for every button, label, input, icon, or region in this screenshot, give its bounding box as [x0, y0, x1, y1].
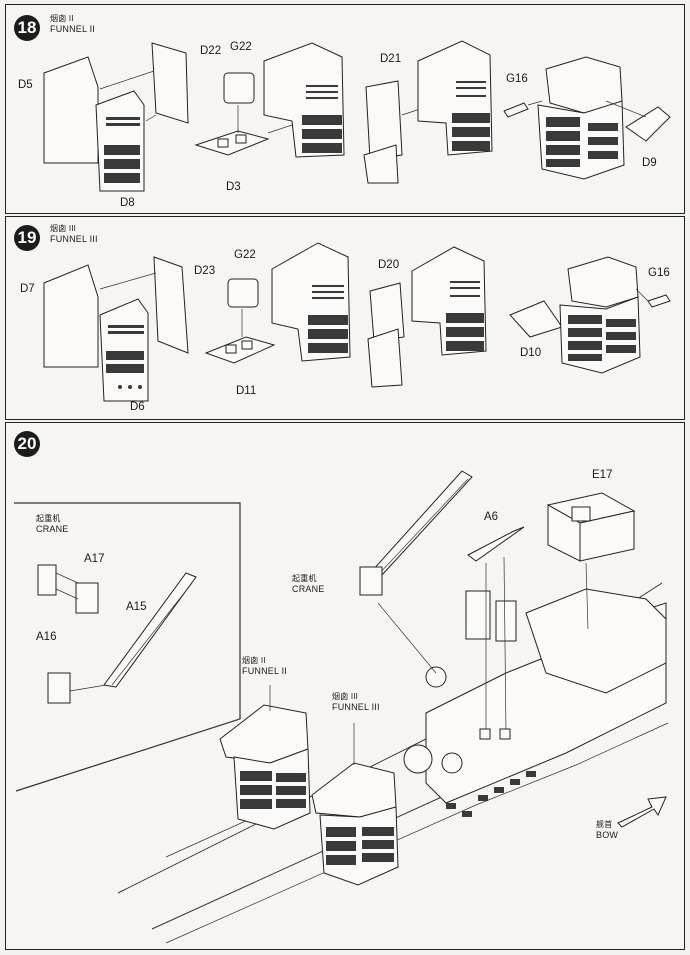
part-label-d21: D21: [380, 53, 402, 65]
part-label-g22: G22: [234, 249, 256, 261]
part-g22-drawing: [227, 278, 259, 308]
step-caption: 烟囱 II FUNNEL II: [50, 13, 95, 35]
part-e17-drawing: [546, 492, 636, 630]
part-label-e17: E17: [592, 469, 613, 481]
part-d23-drawing: [153, 256, 189, 354]
part-d7-drawing: [43, 264, 99, 368]
caption-en: BOW: [596, 830, 619, 840]
step-caption: 烟囱 III FUNNEL III: [50, 223, 98, 245]
part-d11-drawing: [204, 336, 276, 364]
finished-funnel-drawing: [567, 256, 639, 308]
part-a6-drawing: [467, 526, 525, 740]
step-19-drawing: [43, 242, 671, 402]
part-label-d9: D9: [642, 157, 657, 169]
funnel-iii-assembly-drawing: [311, 723, 399, 886]
caption-cn: 舰首: [596, 820, 613, 829]
part-d3-drawing: [194, 130, 270, 156]
step-number: 19: [14, 225, 40, 251]
part-label-a17: A17: [84, 553, 105, 565]
caption-cn: 烟囱 II: [50, 14, 74, 23]
part-d6-drawing: [99, 298, 149, 402]
part-label-d10: D10: [520, 347, 542, 359]
part-label-d8: D8: [120, 197, 135, 209]
caption-cn: 起重机: [36, 514, 61, 523]
caption-en: CRANE: [292, 584, 325, 594]
caption-en: FUNNEL III: [332, 702, 380, 712]
funnel-assembly-drawing-2: [411, 246, 487, 356]
caption-cn: 烟囱 II: [242, 656, 266, 665]
part-label-d5: D5: [18, 79, 33, 91]
funnel-ii-caption: 烟囱 II FUNNEL II: [242, 655, 287, 677]
part-label-g16: G16: [648, 267, 670, 279]
part-d21-drawing: [365, 80, 403, 160]
caption-cn: 烟囱 III: [332, 692, 359, 701]
part-label-d7: D7: [20, 283, 35, 295]
step-20-panel: 20: [5, 422, 685, 950]
funnel-assembly-drawing-2: [417, 40, 493, 156]
part-label-g22: G22: [230, 41, 252, 53]
vent-grille: [104, 117, 140, 183]
step-19-panel: 19 烟囱 III FUNNEL III: [5, 216, 685, 420]
part-label-g16: G16: [506, 73, 528, 85]
part-label-d3: D3: [226, 181, 241, 193]
crane-caption: 起重机 CRANE: [292, 573, 325, 595]
caption-cn: 烟囱 III: [50, 224, 77, 233]
part-d20-drawing: [369, 282, 405, 342]
caption-cn: 起重机: [292, 574, 317, 583]
ship-crane-drawing: [359, 470, 473, 674]
part-g22-drawing: [223, 72, 255, 104]
part-label-d23: D23: [194, 265, 216, 277]
caption-en: FUNNEL II: [50, 24, 95, 34]
part-d10-drawing: [509, 300, 563, 338]
bow-caption: 舰首 BOW: [596, 819, 618, 841]
caption-en: FUNNEL III: [50, 234, 98, 244]
crane-inset-frame: [14, 502, 241, 792]
part-a15-drawing: [103, 572, 197, 688]
funnel-assembly-drawing: [263, 42, 345, 158]
part-label-d20: D20: [378, 259, 400, 271]
part-d9-drawing: [625, 106, 671, 142]
inset-crane-drawing: [37, 564, 197, 704]
part-label-d22: D22: [200, 45, 222, 57]
step-18-drawing: [43, 40, 671, 192]
part-label-a15: A15: [126, 601, 147, 613]
step-20-drawing: [14, 470, 669, 944]
part-label-d6: D6: [130, 401, 145, 413]
part-a16-drawing: [37, 564, 57, 596]
hull-drawing: [117, 582, 669, 944]
step-number: 18: [14, 15, 40, 41]
funnel-iii-caption: 烟囱 III FUNNEL III: [332, 691, 380, 713]
step-number: 20: [14, 431, 40, 457]
part-d22-drawing: [151, 42, 189, 124]
caption-en: FUNNEL II: [242, 666, 287, 676]
step-18-panel: 18 烟囱 II FUNNEL II: [5, 4, 685, 214]
inset-caption: 起重机 CRANE: [36, 513, 69, 535]
part-g16-drawing: [503, 102, 529, 118]
part-d5-drawing: [43, 56, 99, 164]
part-g16-drawing: [647, 294, 671, 308]
part-label-a16: A16: [36, 631, 57, 643]
caption-en: CRANE: [36, 524, 69, 534]
funnel-ii-assembly-drawing: [219, 685, 311, 830]
part-a17-drawing: [75, 582, 99, 614]
part-label-a6: A6: [484, 511, 499, 523]
part-label-d11: D11: [236, 385, 257, 397]
bow-arrow-icon: [617, 796, 667, 828]
